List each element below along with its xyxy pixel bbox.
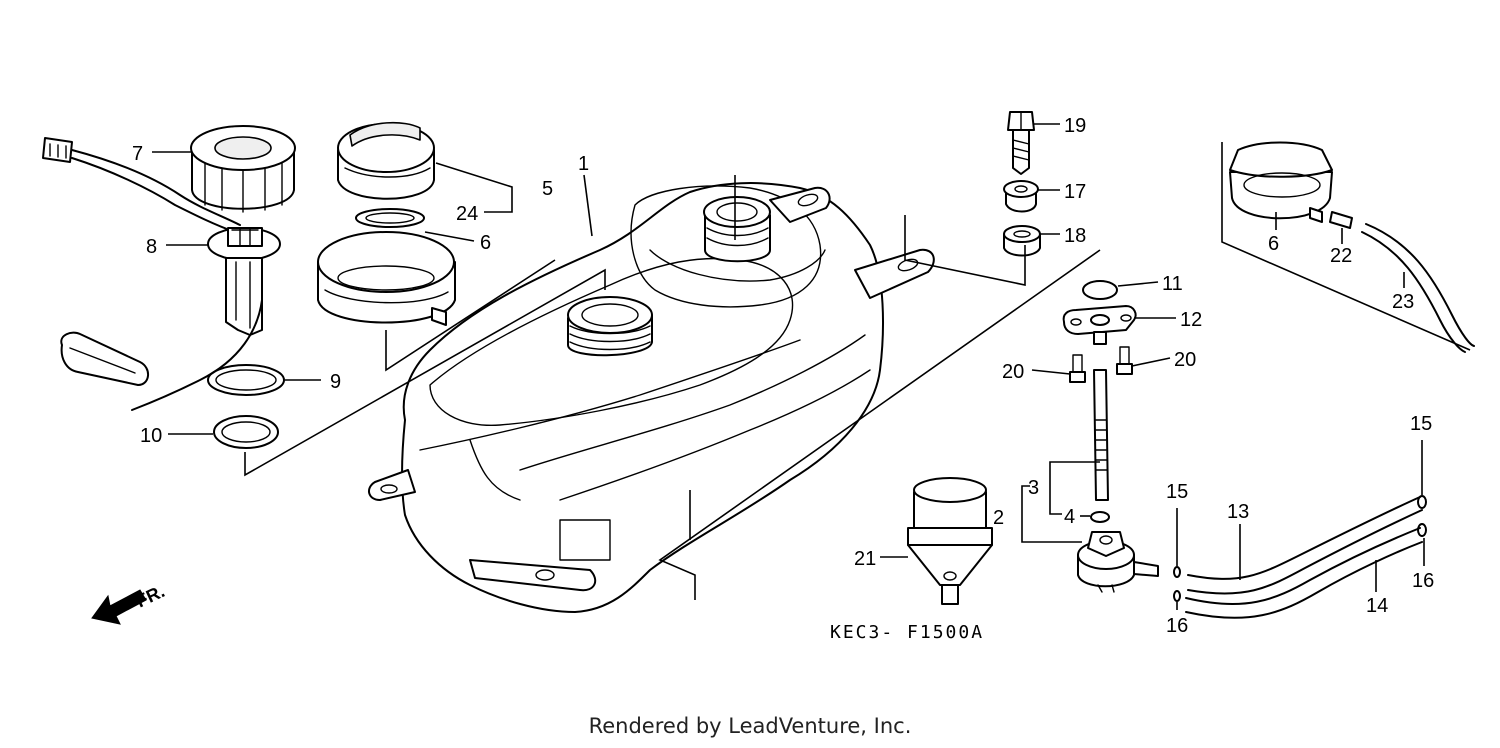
callout-6-left: 6 (480, 232, 491, 254)
arrow-icon (91, 589, 147, 625)
cap-gasket (355, 208, 425, 228)
drain-tray-right (1229, 141, 1333, 223)
filler-cap (337, 121, 435, 200)
screw-20-right (1116, 346, 1133, 375)
callout-21: 21 (854, 548, 876, 570)
clip-16-left (1173, 590, 1181, 602)
callout-3: 3 (1028, 477, 1039, 499)
callout-16-left: 16 (1166, 615, 1188, 637)
callout-23: 23 (1392, 291, 1414, 313)
fuel-tube-13 (1187, 496, 1423, 595)
callout-20-left: 20 (1002, 361, 1024, 383)
o-ring-11 (1082, 280, 1118, 300)
callout-5: 5 (542, 178, 553, 200)
front-direction-arrow: FR. (91, 581, 168, 625)
callout-12: 12 (1180, 309, 1202, 331)
screw-20-left (1069, 354, 1086, 383)
callout-9: 9 (330, 371, 341, 393)
callout-16-right: 16 (1412, 570, 1434, 592)
fuel-unit (42, 137, 281, 411)
grommet-18 (1003, 225, 1041, 257)
clip-15-left (1173, 566, 1181, 578)
callout-leaders (152, 123, 1425, 610)
callout-11: 11 (1162, 273, 1183, 295)
plate-12 (1062, 305, 1137, 345)
drain-tray-left (317, 231, 456, 326)
callout-20-right: 20 (1174, 349, 1196, 371)
fuel-filter (907, 477, 993, 605)
clip-16-right (1417, 523, 1427, 537)
joint-22 (1329, 211, 1353, 229)
callout-labels: 1 7 8 9 10 5 24 6 19 17 18 11 12 20 20 3… (132, 115, 1434, 637)
callout-15-left: 15 (1166, 481, 1188, 503)
ring-nut (190, 125, 296, 213)
callout-24: 24 (456, 203, 478, 225)
callout-15-right: 15 (1410, 413, 1432, 435)
bolt-19 (1007, 111, 1035, 175)
direction-label: FR. (133, 581, 168, 611)
callout-18: 18 (1064, 225, 1086, 247)
footer-credit: Rendered by LeadVenture, Inc. (588, 714, 912, 738)
callout-4: 4 (1064, 506, 1075, 528)
collar-17 (1003, 180, 1039, 213)
diagram-code: KEC3- F1500A (830, 622, 984, 643)
assembly-lines (244, 142, 1471, 600)
callout-19: 19 (1064, 115, 1086, 137)
callout-13: 13 (1227, 501, 1249, 523)
callout-1: 1 (578, 153, 589, 175)
o-ring-4 (1090, 511, 1110, 523)
clip-15-right (1417, 495, 1427, 509)
callout-7: 7 (132, 143, 143, 165)
callout-6-right: 6 (1268, 233, 1279, 255)
packing-9 (207, 364, 285, 396)
callout-8: 8 (146, 236, 157, 258)
fuel-tank (368, 182, 935, 613)
callout-10: 10 (140, 425, 162, 447)
packing-10 (213, 415, 279, 449)
fuel-tube-14 (1185, 527, 1423, 619)
callout-17: 17 (1064, 181, 1086, 203)
strainer-pipe (1093, 369, 1109, 501)
callout-22: 22 (1330, 245, 1352, 267)
fuel-cock (1077, 531, 1159, 593)
callout-2: 2 (993, 507, 1004, 529)
drain-tube-23 (1361, 223, 1475, 353)
callout-14: 14 (1366, 595, 1388, 617)
